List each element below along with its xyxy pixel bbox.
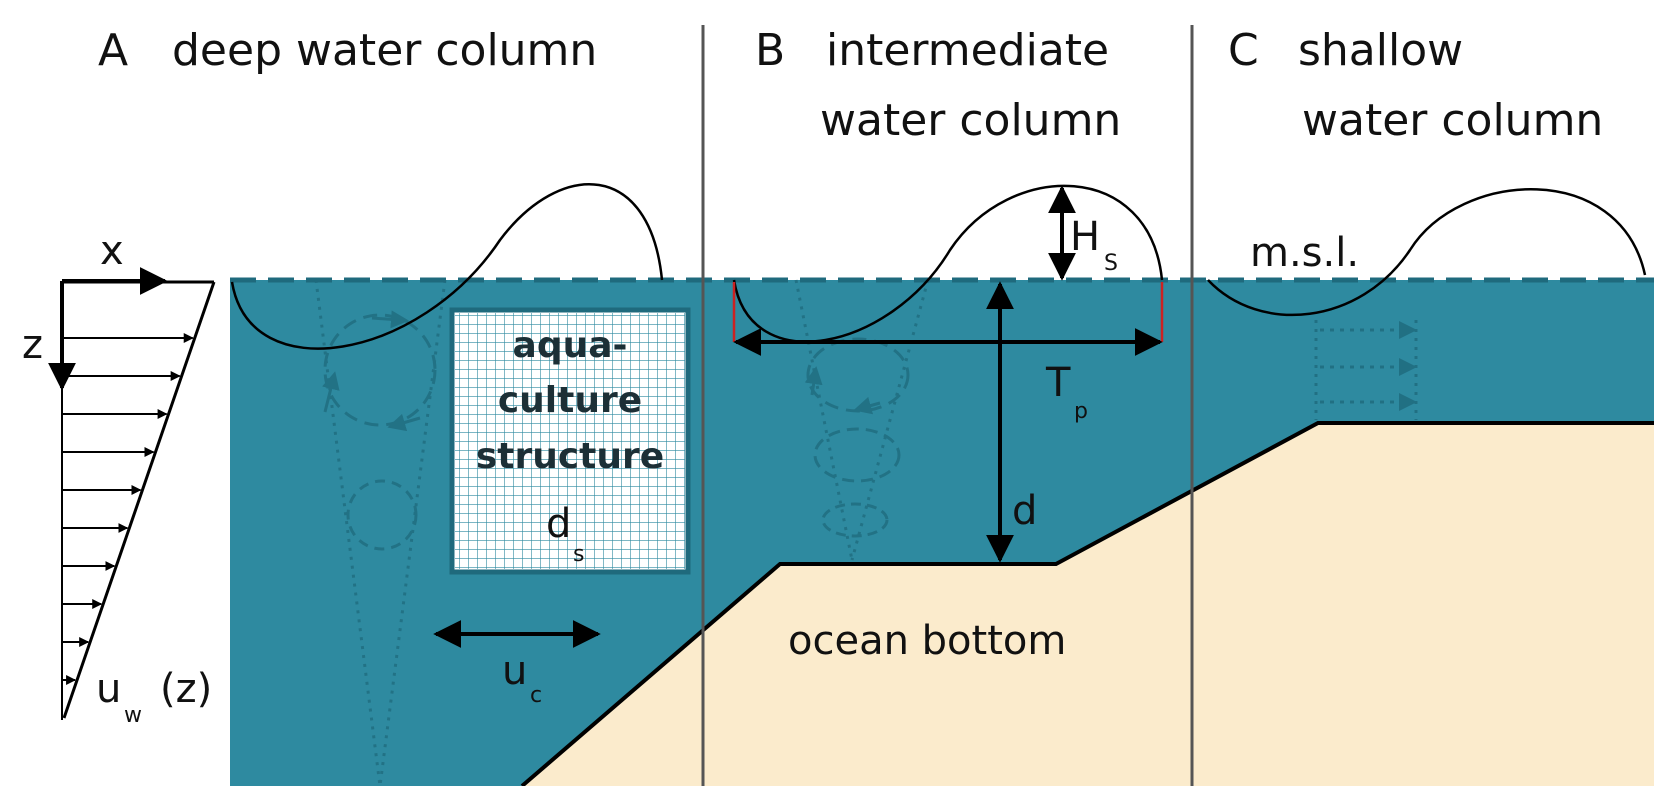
panel-c-letter: C [1228,25,1259,76]
structure-label-line1: aqua- [513,325,628,366]
aquaculture-structure: aqua- culture structure d s [449,307,691,575]
wave-surface-c [1207,188,1647,317]
panel-c-title-line2: water column [1302,95,1603,146]
velocity-profile [61,280,216,720]
ocean-bottom-area [522,423,1654,786]
structure-size-label: d [546,501,571,547]
wave-period-subscript: p [1074,399,1088,424]
circular-orbit-icon [314,279,447,786]
horizontal-oscillation-icon [1314,320,1418,420]
velocity-profile-suffix: (z) [160,666,212,712]
velocity-profile-subscript: w [124,703,142,728]
ocean-bottom-label: ocean bottom [788,618,1066,664]
wave-period-label: T [1045,360,1071,406]
structure-label-line2: culture [498,380,642,421]
panel-b-letter: B [755,25,785,76]
ocean-bottom-profile [520,421,1654,786]
current-label: u [502,648,527,694]
panel-b-title-line2: water column [820,95,1121,146]
wave-surface [230,183,664,350]
structure-label-line3: structure [476,436,664,477]
z-axis-label: z [22,322,43,368]
current-subscript: c [530,683,542,708]
panel-a-letter: A [98,25,128,76]
mean-sea-level-label: m.s.l. [1250,230,1359,276]
velocity-profile-label: u [96,666,121,712]
panel-b-title-line1: intermediate [826,25,1109,76]
water-depth-label: d [1012,488,1037,534]
panel-c-title-line1: shallow [1298,25,1463,76]
wave-height-subscript: S [1104,251,1118,276]
wave-height-label: H [1070,214,1100,260]
panel-a-title: deep water column [172,25,597,76]
structure-size-subscript: s [573,542,584,567]
x-axis-label: x [100,228,124,274]
